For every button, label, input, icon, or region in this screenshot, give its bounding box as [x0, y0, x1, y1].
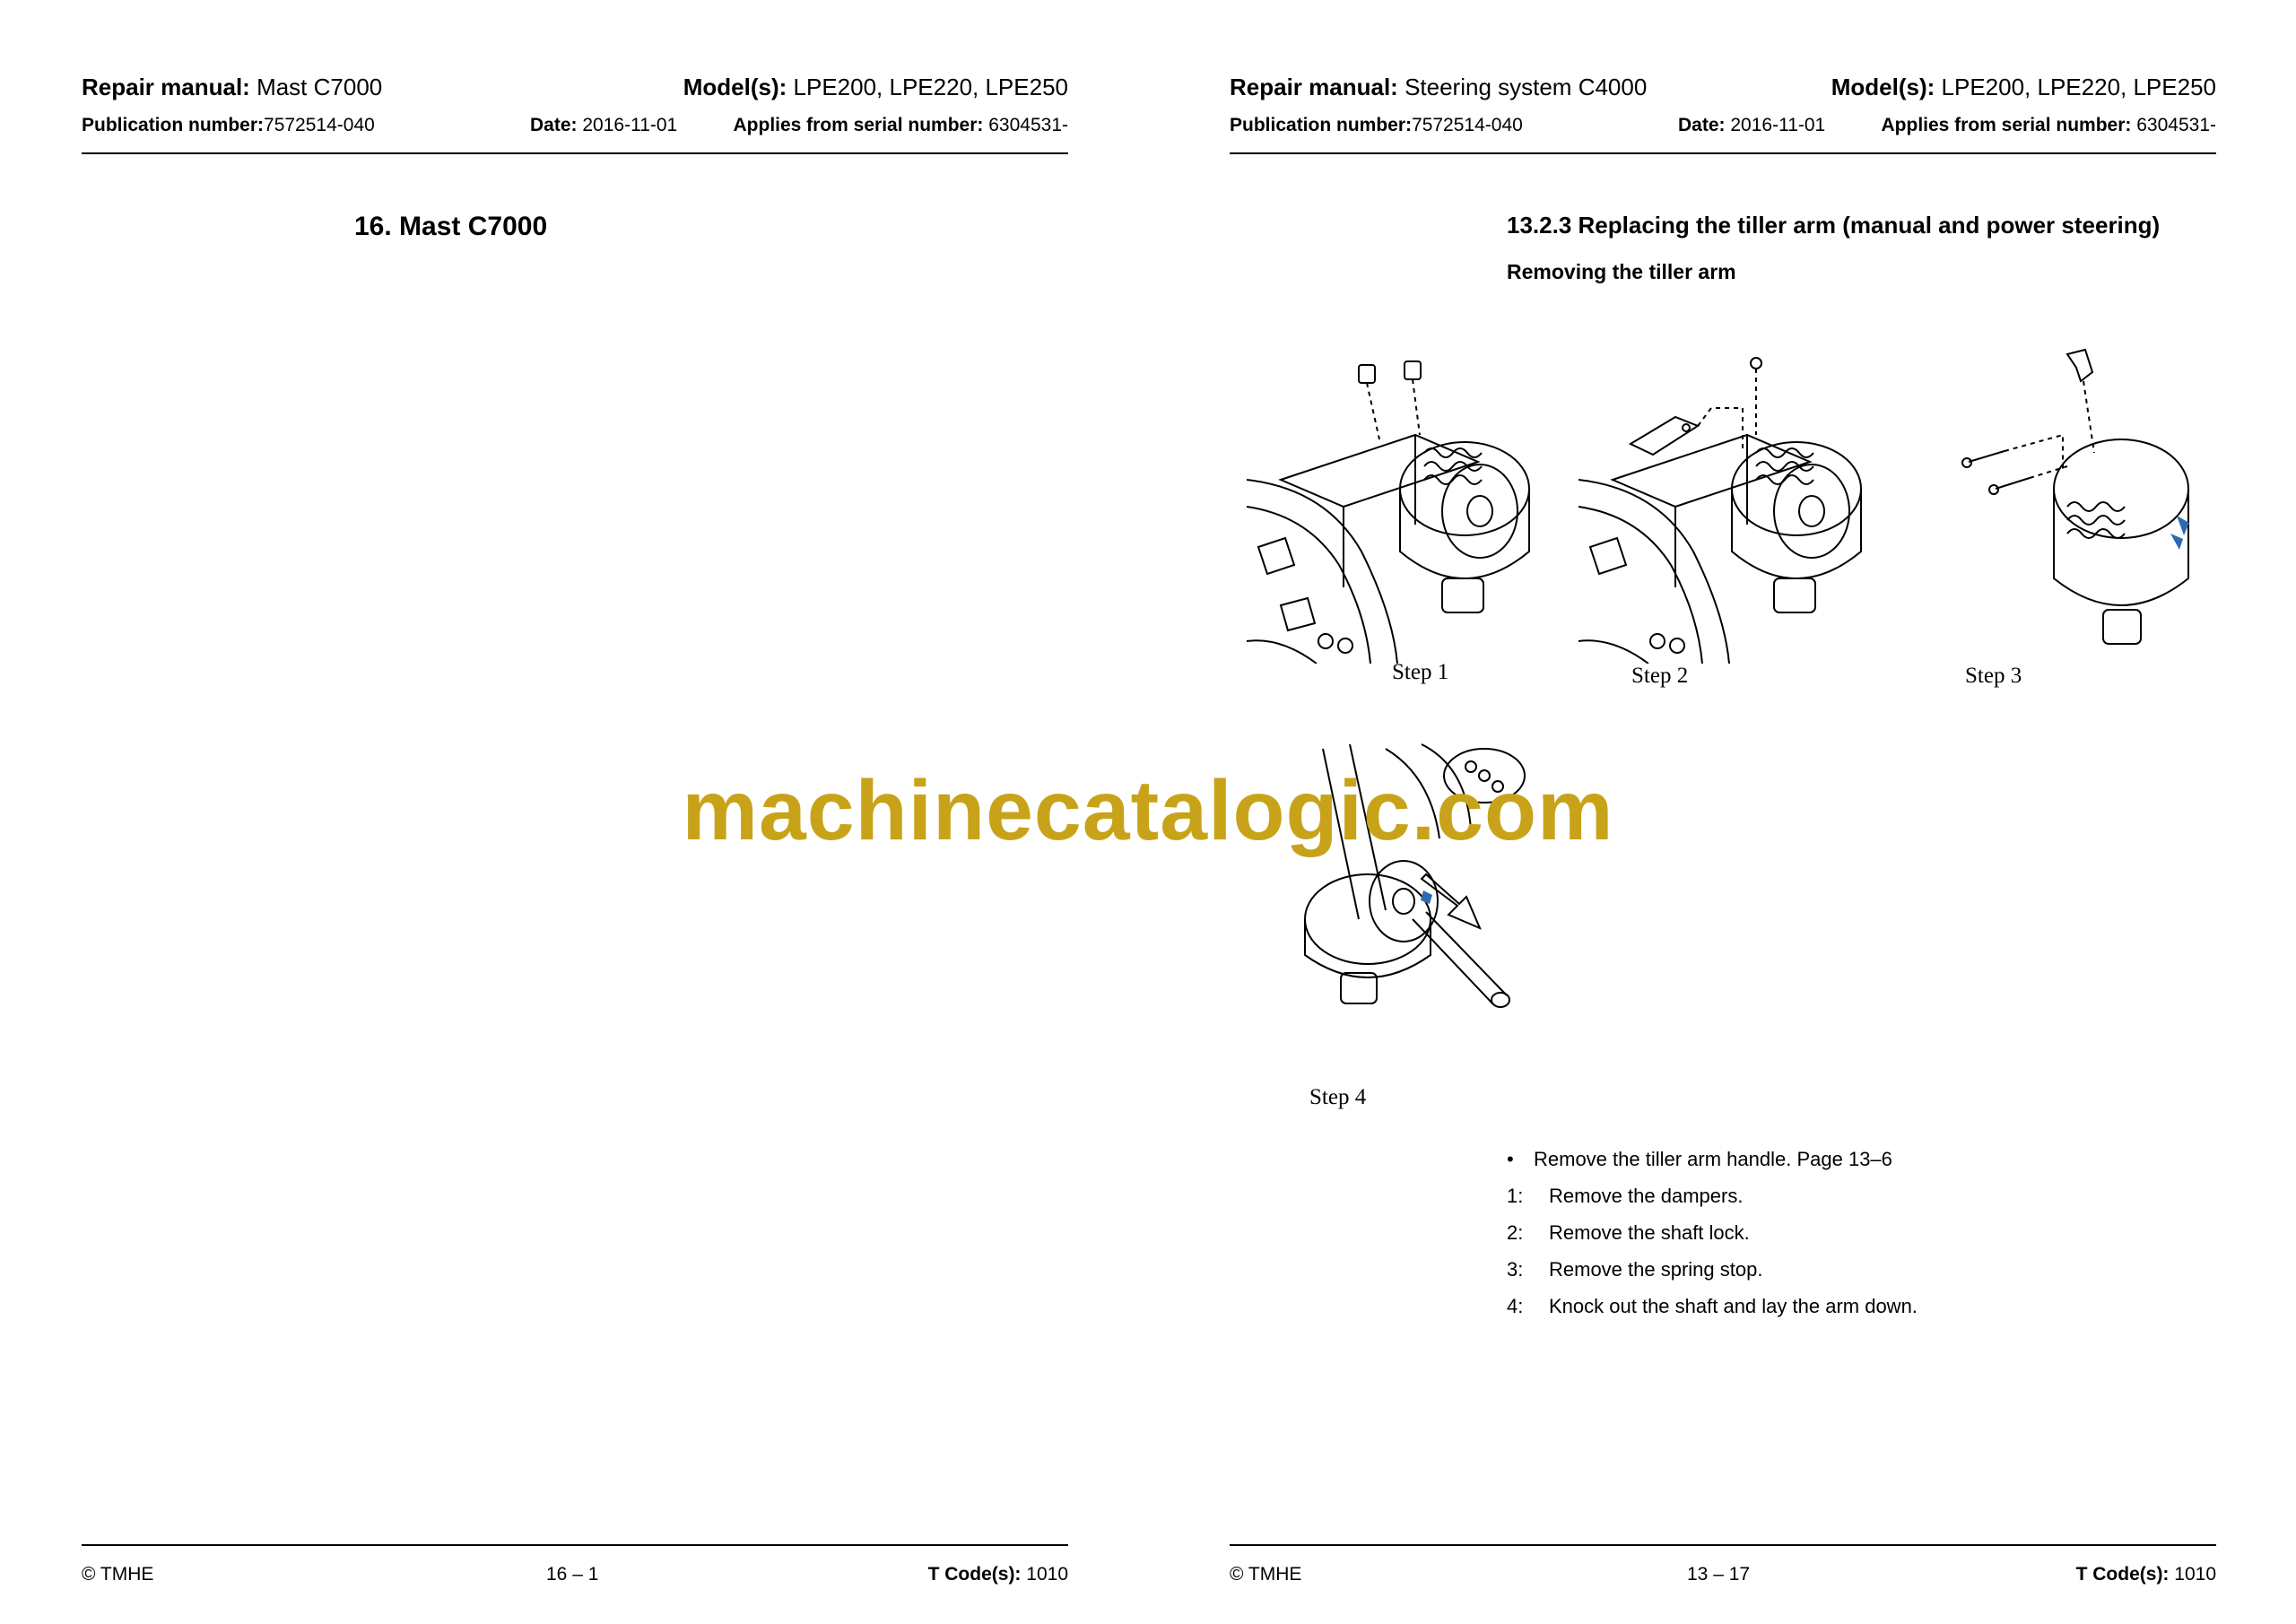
models-label: Model(s): — [1831, 74, 1935, 100]
chapter-title: 16. Mast C7000 — [354, 212, 548, 241]
list-text: Remove the tiller arm handle. Page 13–6 — [1534, 1148, 1892, 1170]
serial-label: Applies from serial number: — [733, 115, 984, 135]
date-value: 2016-11-01 — [1730, 115, 1826, 135]
list-marker: 3: — [1507, 1258, 1524, 1281]
step-4-illustration — [1304, 743, 1526, 1008]
footer: © TMHE 16 – 1 T Code(s): 1010 — [82, 1564, 1068, 1591]
header-divider — [1230, 152, 2216, 154]
left-page: Repair manual: Mast C7000 Model(s): LPE2… — [82, 74, 1068, 1591]
page-number: 16 – 1 — [546, 1564, 599, 1585]
header-divider — [82, 152, 1068, 154]
footer-divider — [82, 1544, 1068, 1546]
step-1-label: Step 1 — [1392, 660, 1449, 684]
list-marker: • — [1507, 1148, 1514, 1170]
list-text: Remove the spring stop. — [1549, 1258, 1763, 1281]
publication-value: 7572514-040 — [264, 115, 375, 135]
step-3-label: Step 3 — [1965, 664, 2022, 688]
serial-value: 6304531- — [2136, 115, 2216, 135]
step-2-label: Step 2 — [1631, 664, 1689, 688]
header-row-2: Publication number:7572514-040 Date: 201… — [82, 115, 1068, 140]
models-value: LPE200, LPE220, LPE250 — [793, 74, 1068, 100]
right-page: Repair manual: Steering system C4000 Mod… — [1148, 0, 2296, 1624]
copyright: © TMHE — [1230, 1564, 1302, 1585]
publication-label: Publication number: — [1230, 115, 1413, 135]
tcode-label: T Code(s): — [927, 1564, 1022, 1585]
list-marker: 2: — [1507, 1221, 1524, 1244]
watermark: machinecatalogic.com — [682, 763, 1614, 858]
publication-label: Publication number: — [82, 115, 265, 135]
header-row-2: Publication number:7572514-040 Date: 201… — [1230, 115, 2216, 140]
serial-value: 6304531- — [988, 115, 1068, 135]
step-4-label: Step 4 — [1309, 1085, 1367, 1109]
footer: © TMHE 13 – 17 T Code(s): 1010 — [1230, 1564, 2216, 1591]
tcode-value: 1010 — [1026, 1564, 1068, 1585]
list-marker: 1: — [1507, 1185, 1524, 1207]
tcode-label: T Code(s): — [2075, 1564, 2170, 1585]
date-value: 2016-11-01 — [582, 115, 678, 135]
step-1-illustration — [1246, 360, 1530, 664]
publication-value: 7572514-040 — [1412, 115, 1523, 135]
serial-label: Applies from serial number: — [1881, 115, 2132, 135]
step-3-illustration — [1961, 348, 2189, 645]
list-text: Knock out the shaft and lay the arm down… — [1549, 1295, 1918, 1317]
footer-divider — [1230, 1544, 2216, 1546]
manual-label: Repair manual: — [1230, 74, 1398, 100]
header-row-1: Repair manual: Mast C7000 Model(s): LPE2… — [82, 74, 1068, 106]
header-row-1: Repair manual: Steering system C4000 Mod… — [1230, 74, 2216, 106]
date-label: Date: — [530, 115, 578, 135]
page-number: 13 – 17 — [1687, 1564, 1751, 1585]
list-text: Remove the dampers. — [1549, 1185, 1744, 1207]
list-marker: 4: — [1507, 1295, 1524, 1317]
tcode-value: 1010 — [2174, 1564, 2216, 1585]
list-text: Remove the shaft lock. — [1549, 1221, 1750, 1244]
manual-label: Repair manual: — [82, 74, 250, 100]
manual-value: Steering system C4000 — [1405, 74, 1648, 100]
section-title: 13.2.3 Replacing the tiller arm (manual … — [1507, 212, 2161, 239]
models-value: LPE200, LPE220, LPE250 — [1941, 74, 2216, 100]
models-label: Model(s): — [683, 74, 787, 100]
step-2-illustration — [1578, 357, 1862, 664]
manual-value: Mast C7000 — [257, 74, 383, 100]
date-label: Date: — [1678, 115, 1726, 135]
copyright: © TMHE — [82, 1564, 154, 1585]
subsection-title: Removing the tiller arm — [1507, 260, 1736, 283]
